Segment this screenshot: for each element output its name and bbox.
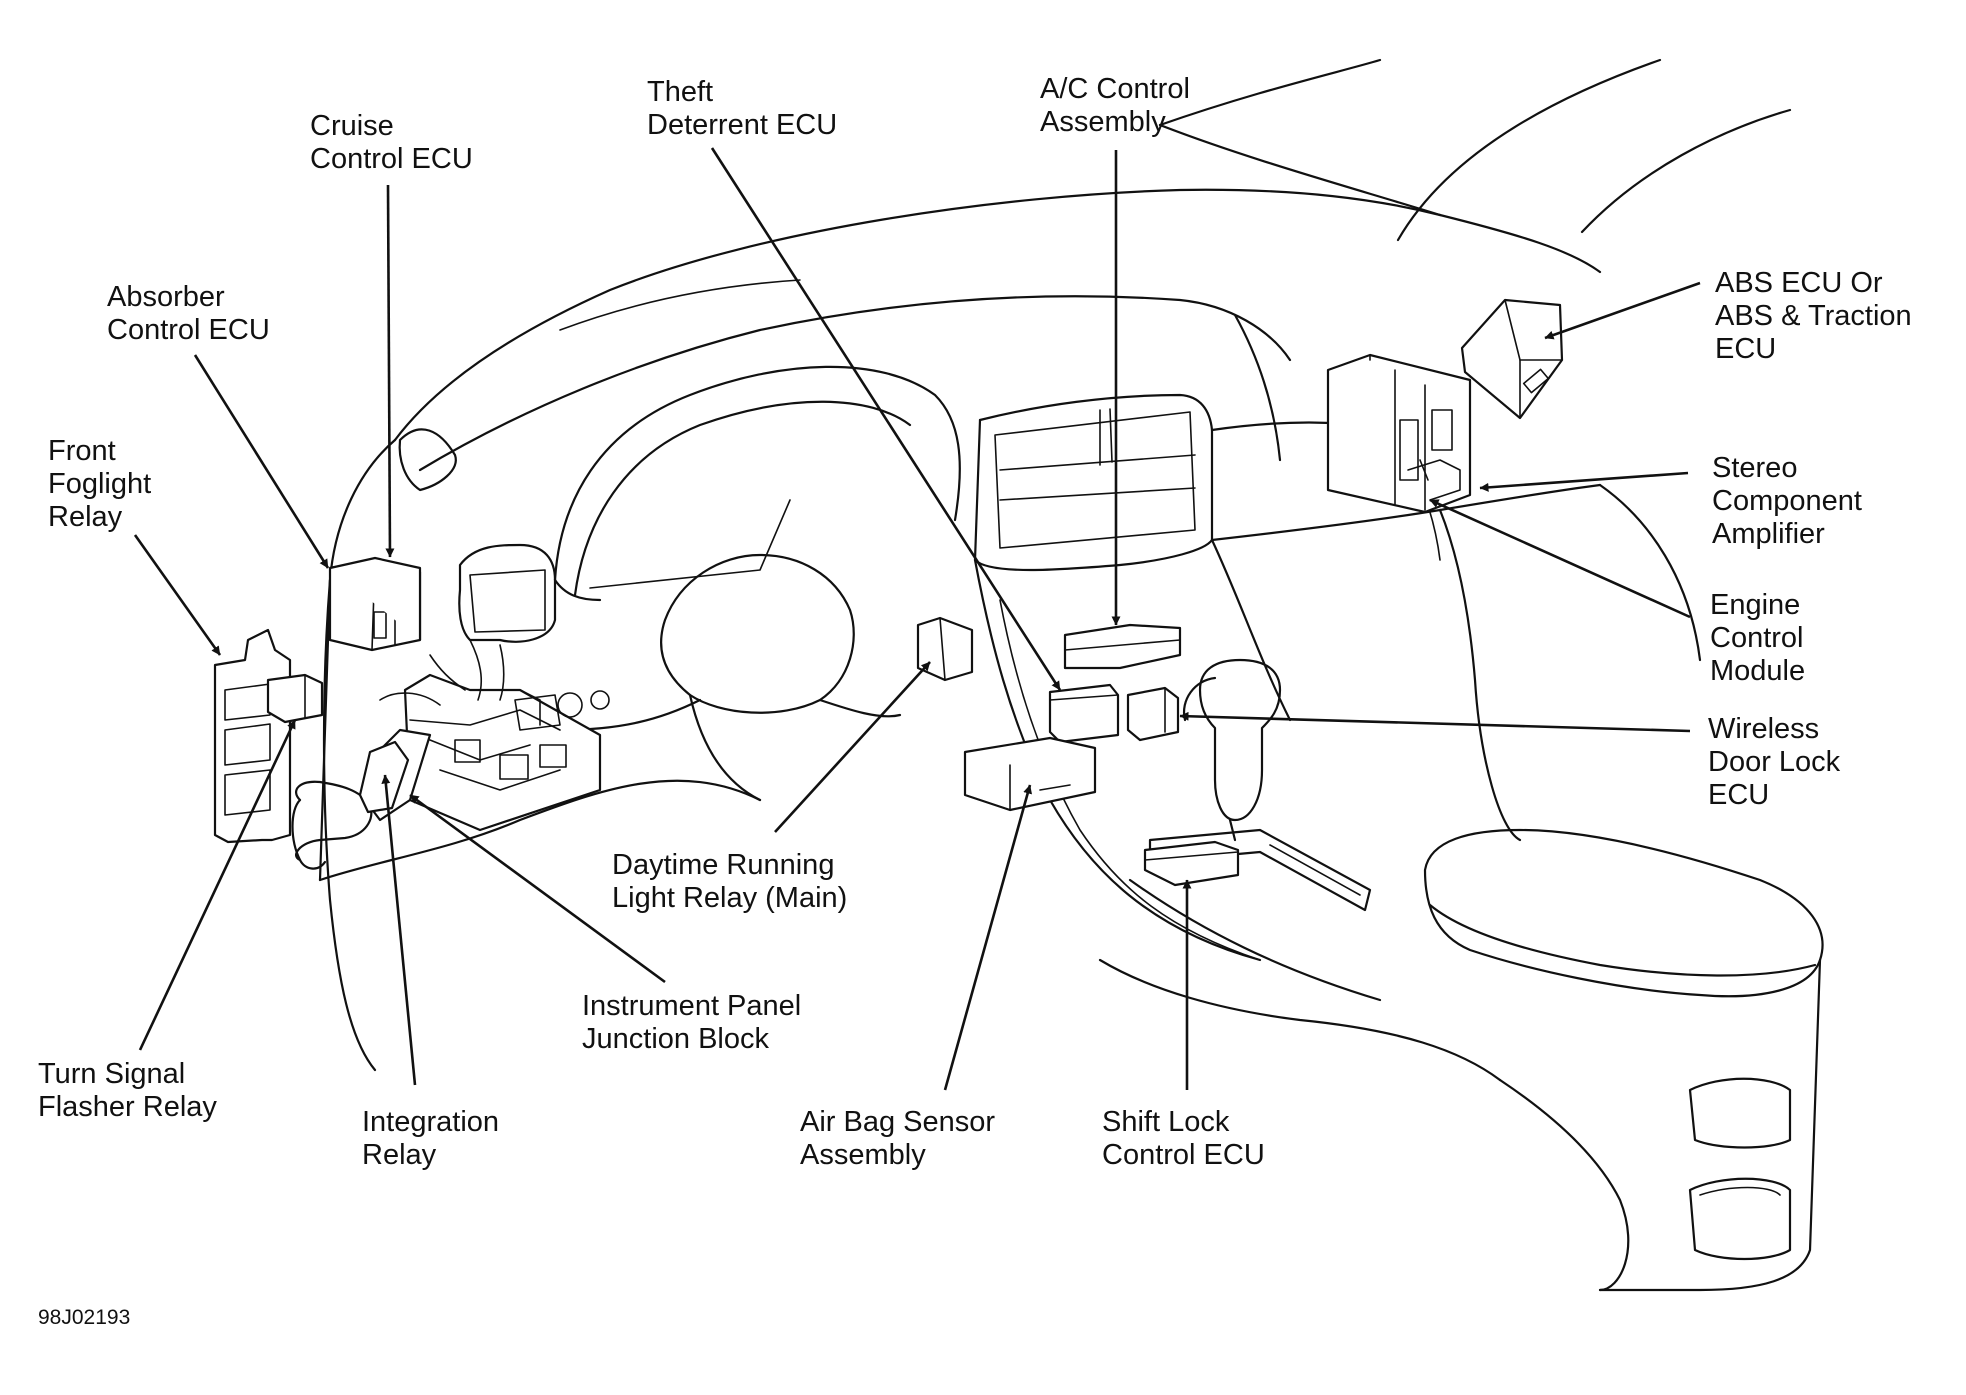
wiring-harness: [429, 639, 610, 731]
label-line: Assembly: [800, 1139, 926, 1171]
cruise-control-ecu-label: Cruise Control ECU: [310, 110, 473, 176]
air-bag-sensor-assembly-leader: [943, 784, 1033, 1091]
label-line: Component: [1712, 485, 1862, 517]
front-foglight-relay-label: Front Foglight Relay: [48, 435, 151, 534]
leader-lines: [133, 147, 1701, 1091]
dashboard-outline: [318, 58, 1824, 1292]
stereo-amplifier-engine-module-part: [1326, 353, 1472, 514]
air-bag-sensor-assembly-label: Air Bag Sensor Assembly: [800, 1106, 995, 1172]
label-line: Junction Block: [582, 1023, 769, 1055]
theft-deterrent-ecu-leader: [710, 147, 1062, 691]
label-line: Cruise: [310, 110, 394, 142]
label-line: Daytime Running: [612, 849, 835, 881]
absorber-control-ecu-label: Absorber Control ECU: [107, 281, 270, 347]
label-line: Amplifier: [1712, 518, 1825, 550]
label-line: Control ECU: [1102, 1139, 1265, 1171]
label-line: Air Bag Sensor: [800, 1106, 996, 1138]
turn-signal-flasher-relay-leader: [138, 719, 297, 1051]
integration-relay-label: Integration Relay: [362, 1106, 499, 1172]
label-line: Front: [48, 435, 116, 467]
label-line: Shift Lock: [1102, 1106, 1230, 1138]
label-line: Deterrent ECU: [647, 109, 838, 141]
label-line: Stereo: [1712, 452, 1798, 484]
wireless-door-lock-ecu-leader: [1179, 711, 1691, 733]
daytime-running-light-relay-part: [916, 616, 974, 682]
integration-relay-leader: [381, 774, 417, 1086]
label-line: Control ECU: [107, 314, 270, 346]
daytime-running-light-relay-leader: [774, 661, 931, 833]
cruise-control-ecu-part: [329, 556, 422, 640]
label-line: ECU: [1715, 333, 1777, 365]
label-line: Control: [1710, 622, 1804, 654]
theft-deterrent-ecu-label: Theft Deterrent ECU: [647, 76, 837, 142]
label-line: ABS & Traction: [1715, 300, 1912, 332]
label-line: Module: [1710, 655, 1806, 687]
label-line: Flasher Relay: [38, 1091, 217, 1123]
abs-ecu-leader: [1544, 281, 1701, 340]
label-line: Turn Signal: [38, 1058, 186, 1090]
shift-lock-control-ecu-label: Shift Lock Control ECU: [1102, 1106, 1265, 1172]
instrument-panel-junction-block-label: Instrument Panel Junction Block: [582, 990, 801, 1056]
shift-lock-control-ecu-part: [1143, 840, 1240, 887]
wireless-door-lock-ecu-label: Wireless Door Lock ECU: [1708, 713, 1840, 812]
label-line: Assembly: [1040, 106, 1166, 138]
turn-signal-flasher-relay-label: Turn Signal Flasher Relay: [38, 1058, 217, 1124]
label-line: Engine: [1710, 589, 1801, 621]
front-foglight-relay-part: [213, 628, 324, 844]
daytime-running-light-relay-label: Daytime Running Light Relay (Main): [612, 849, 847, 915]
engine-control-module-leader: [1429, 498, 1691, 619]
abs-ecu-part: [1460, 298, 1564, 420]
label-line: ECU: [1708, 779, 1770, 811]
figure-code: 98J02193: [38, 1306, 131, 1329]
label-line: Theft: [647, 76, 714, 108]
label-line: Wireless: [1708, 713, 1820, 745]
theft-deterrent-ecu-part: [1048, 683, 1120, 744]
label-line: Door Lock: [1708, 746, 1841, 778]
abs-ecu-label: ABS ECU Or ABS & Traction ECU: [1715, 267, 1912, 366]
label-line: Absorber: [107, 281, 225, 313]
engine-control-module-label: Engine Control Module: [1710, 589, 1805, 688]
ac-control-assembly-part: [1063, 623, 1182, 670]
label-line: Relay: [48, 501, 123, 533]
label-line: ABS ECU Or: [1715, 267, 1883, 299]
front-foglight-relay-leader: [133, 534, 222, 656]
label-line: A/C Control: [1040, 73, 1190, 105]
label-line: Relay: [362, 1139, 437, 1171]
ac-control-assembly-label: A/C Control Assembly: [1040, 73, 1190, 139]
label-line: Integration: [362, 1106, 500, 1138]
cruise-control-ecu-leader: [385, 184, 395, 558]
label-line: Control ECU: [310, 143, 473, 175]
stereo-component-amplifier-label: Stereo Component Amplifier: [1712, 452, 1862, 551]
label-line: Light Relay (Main): [612, 882, 848, 914]
label-line: Foglight: [48, 468, 152, 500]
instrument-panel-junction-block-leader: [409, 793, 666, 984]
label-line: Instrument Panel: [582, 990, 802, 1022]
wireless-door-lock-ecu-part: [1126, 686, 1180, 742]
absorber-control-ecu-leader: [193, 354, 330, 569]
air-bag-sensor-assembly-part: [963, 736, 1097, 812]
stereo-component-amplifier-leader: [1479, 471, 1689, 492]
